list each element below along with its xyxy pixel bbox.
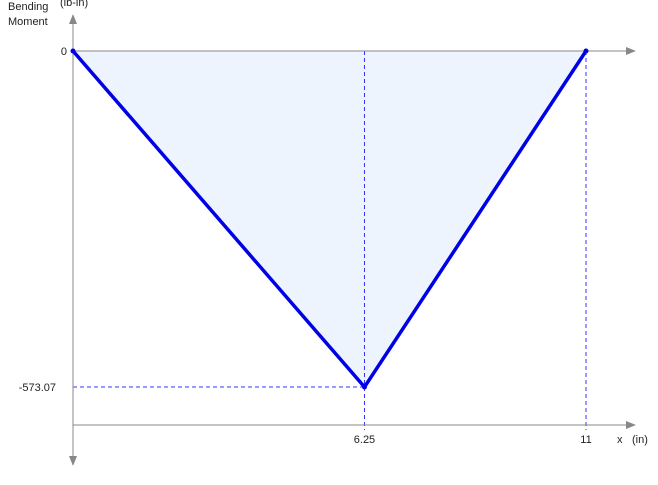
data-point-2 (583, 48, 589, 54)
y-axis-label-line1: Bending (8, 1, 48, 13)
data-point-1 (361, 384, 367, 390)
y-tick-label-zero: 0 (61, 46, 67, 58)
x-tick-label-end: 11 (580, 434, 591, 446)
y-axis-arrow-up-icon (69, 14, 77, 24)
y-axis-label-line2: Moment (8, 16, 48, 28)
data-points (70, 48, 589, 390)
y-axis-arrow-down-icon (69, 456, 77, 466)
x-axis-zero-arrow-icon (626, 47, 636, 55)
x-axis-label: x (617, 434, 623, 446)
y-tick-label-min: -573.07 (19, 382, 56, 394)
data-point-0 (70, 48, 76, 54)
x-axis-bottom-arrow-icon (626, 421, 636, 429)
x-axis-unit: (in) (632, 434, 648, 446)
x-tick-label-peak: 6.25 (354, 434, 375, 446)
moment-area-fill (73, 51, 586, 387)
y-axis-unit: (lb-in) (60, 0, 88, 9)
